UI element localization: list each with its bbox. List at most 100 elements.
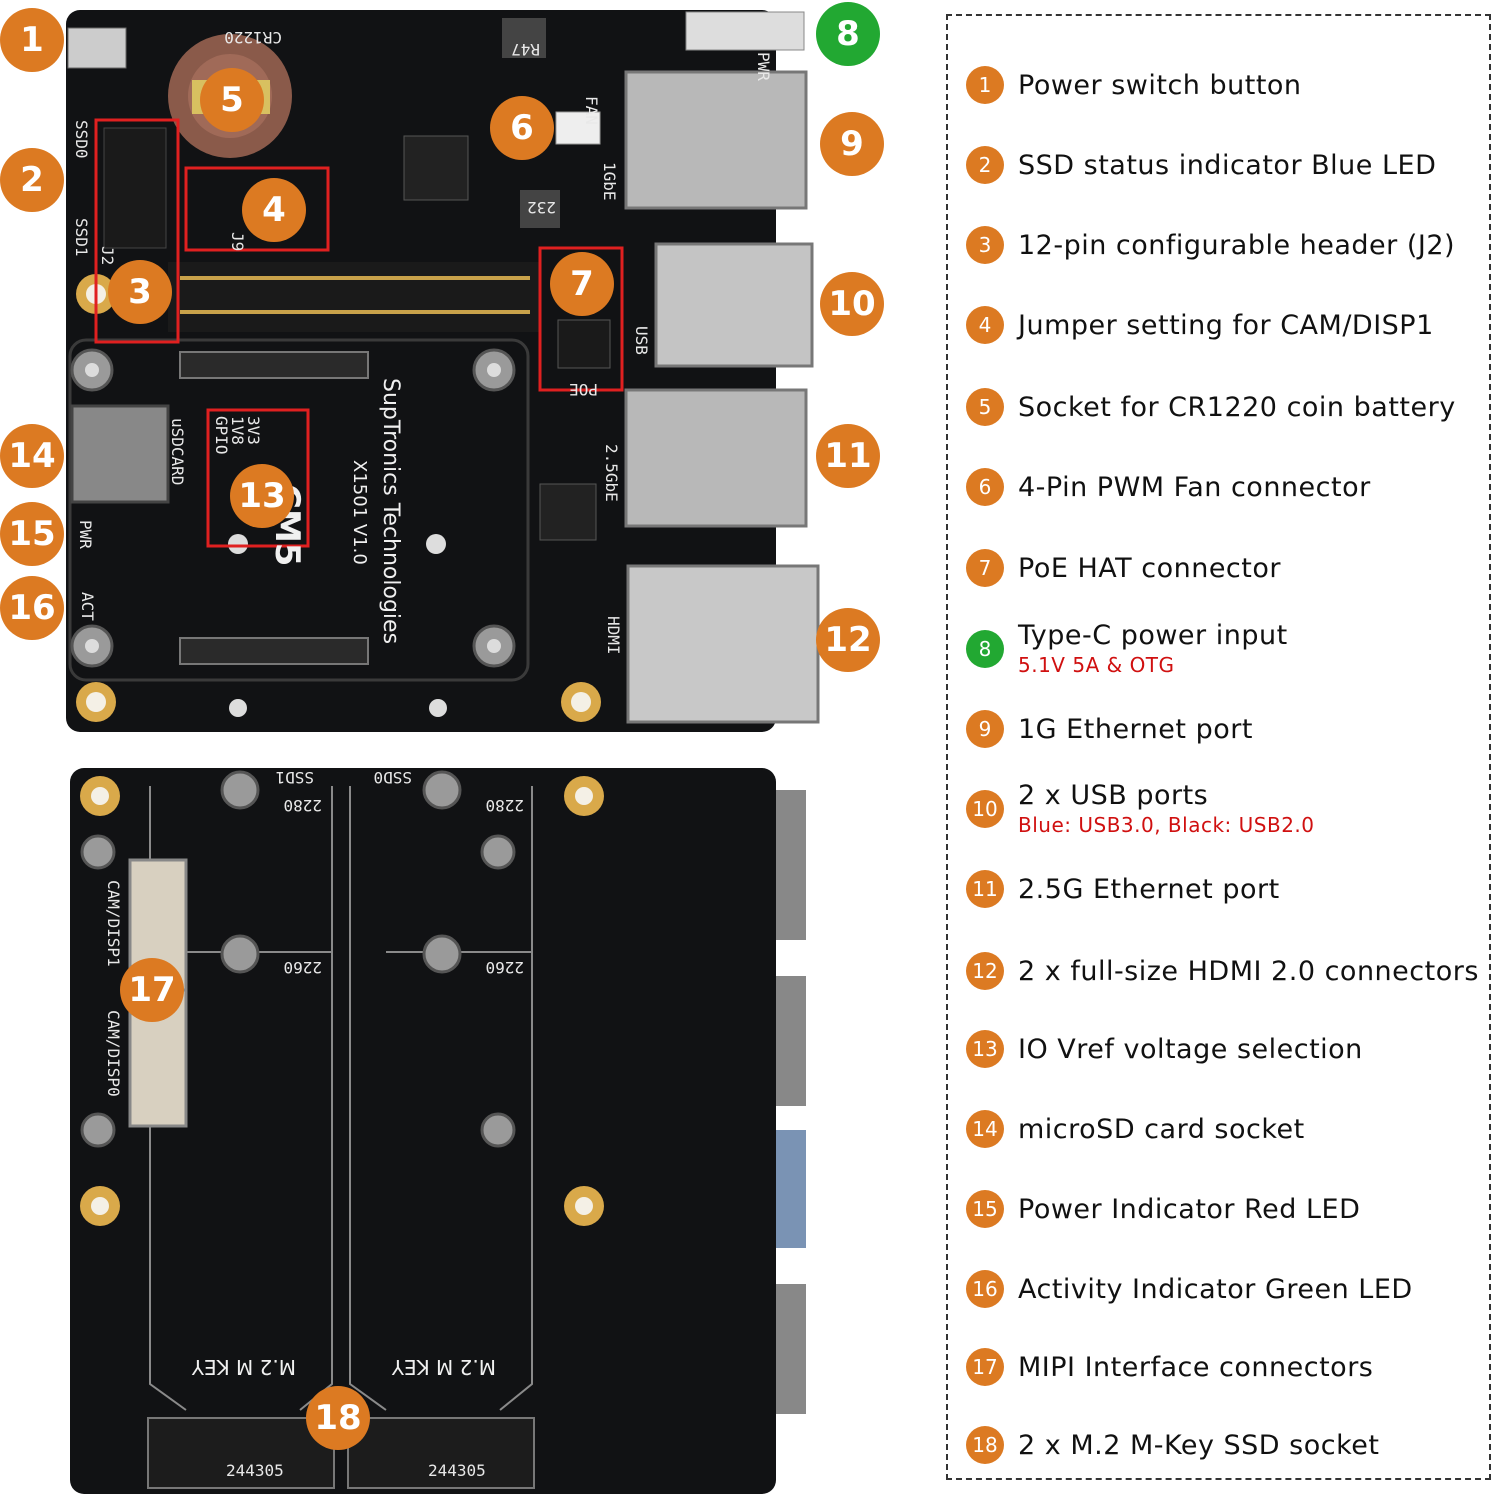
ethernet-chip [539,483,597,541]
callout-11: 11 [816,424,880,488]
legend-label-text: Jumper setting for CAM/DISP1 [1018,309,1434,341]
silk-poe: POE [569,380,598,399]
legend-label: 12-pin configurable header (J2) [1018,230,1455,261]
b2b-connector [179,351,369,379]
legend-label-text: Power switch button [1018,69,1302,101]
legend-number-badge: 3 [966,226,1004,264]
legend-number-badge: 16 [966,1270,1004,1308]
side-connector [776,790,806,940]
callout-16: 16 [0,576,64,640]
legend-label-text: PoE HAT connector [1018,552,1281,584]
callout-2: 2 [0,148,64,212]
ethernet-2-5g-port [624,388,808,528]
silk-pn-b: 244305 [428,1461,486,1480]
callout-15: 15 [0,502,64,566]
silk-model: X1501 V1.0 [349,460,370,565]
silk-1gbe: 1GbE [600,162,619,201]
legend-number-badge: 7 [966,549,1004,587]
callout-3: 3 [108,260,172,324]
silk-ssd1: SSD1 [72,218,91,257]
legend-label-text: 2 x USB ports [1018,780,1209,811]
legend-label-text: 2 x full-size HDMI 2.0 connectors [1018,955,1479,987]
side-connector [776,1284,806,1414]
b2b-connector [179,637,369,665]
legend-label-text: 1G Ethernet port [1018,713,1253,745]
legend-label: PoE HAT connector [1018,553,1281,584]
usb-ports [654,242,814,368]
legend-label-text: 4-Pin PWM Fan connector [1018,471,1371,503]
power-switch [67,27,127,69]
silk-usb: USB [632,326,651,355]
silk-2280-b: 2280 [485,796,524,815]
type-c-connector [685,11,805,51]
legend-label: 1G Ethernet port [1018,714,1253,745]
legend-item: 3 12-pin configurable header (J2) [966,226,1455,264]
callout-13: 13 [230,464,294,528]
legend-label-text: 12-pin configurable header (J2) [1018,229,1456,261]
legend-label-text: SSD status indicator Blue LED [1018,149,1437,181]
legend-label: Jumper setting for CAM/DISP1 [1018,310,1434,341]
silk-232: 232 [527,198,556,217]
legend-label: 2 x full-size HDMI 2.0 connectors [1018,956,1479,987]
legend-label-text: 2.5G Ethernet port [1018,873,1280,905]
legend-label-text: microSD card socket [1018,1113,1305,1145]
callout-7: 7 [550,252,614,316]
legend-item: 16 Activity Indicator Green LED [966,1270,1413,1308]
legend-item: 9 1G Ethernet port [966,710,1253,748]
silk-mkey-a: M.2 M KEY [191,1355,296,1379]
legend-label-text: 2 x M.2 M-Key SSD socket [1018,1429,1380,1461]
legend-label-text: MIPI Interface connectors [1018,1351,1374,1383]
poe-header [557,319,611,369]
legend-note: 5.1V 5A & OTG [1018,653,1175,677]
gpio-pins [180,276,530,314]
legend-number-badge: 6 [966,468,1004,506]
silk-pn-a: 244305 [226,1461,284,1480]
legend-label: Power Indicator Red LED [1018,1194,1360,1225]
side-connector [776,976,806,1106]
silk-hdmi: HDMI [604,616,623,655]
main-chip [403,135,469,201]
m2-socket-b [347,1417,535,1489]
silk-3v3: 3V3 [244,416,263,445]
silk-ssd0: SSD0 [72,120,91,159]
callout-6: 6 [490,96,554,160]
silk-ssd0-bottom: SSD0 [373,768,412,787]
silk-gpio: GPIO [212,416,231,455]
callout-18: 18 [306,1386,370,1450]
legend-label: MIPI Interface connectors [1018,1352,1373,1383]
legend-label: 4-Pin PWM Fan connector [1018,472,1371,503]
silk-2-5gbe: 2.5GbE [602,444,621,502]
legend-label: Activity Indicator Green LED [1018,1274,1413,1305]
legend-label: IO Vref voltage selection [1018,1034,1363,1065]
side-connector [776,1130,806,1248]
legend-number-badge: 1 [966,66,1004,104]
hdmi-ports [626,564,820,724]
legend-note: Blue: USB3.0, Black: USB2.0 [1018,813,1315,837]
silk-brand: SupTronics Technologies [378,378,403,644]
ethernet-1g-port [624,70,808,210]
silk-j2: J2 [98,246,117,265]
highlight-poe [538,246,624,392]
board-bottom-view [70,768,776,1494]
legend-item: 7 PoE HAT connector [966,549,1281,587]
silk-usdcard: uSDCARD [168,418,187,485]
legend-number-badge: 9 [966,710,1004,748]
legend-label: 2 x M.2 M-Key SSD socket [1018,1430,1379,1461]
legend-label-text: Type-C power input [1018,620,1288,651]
legend-item: 1 Power switch button [966,66,1302,104]
m2-slot-outline [349,786,533,1411]
callout-17: 17 [120,958,184,1022]
legend-label: Socket for CR1220 coin battery [1018,392,1456,423]
inductor [502,18,546,58]
silk-j9: J9 [228,232,247,251]
legend-label-text: Power Indicator Red LED [1018,1193,1361,1225]
